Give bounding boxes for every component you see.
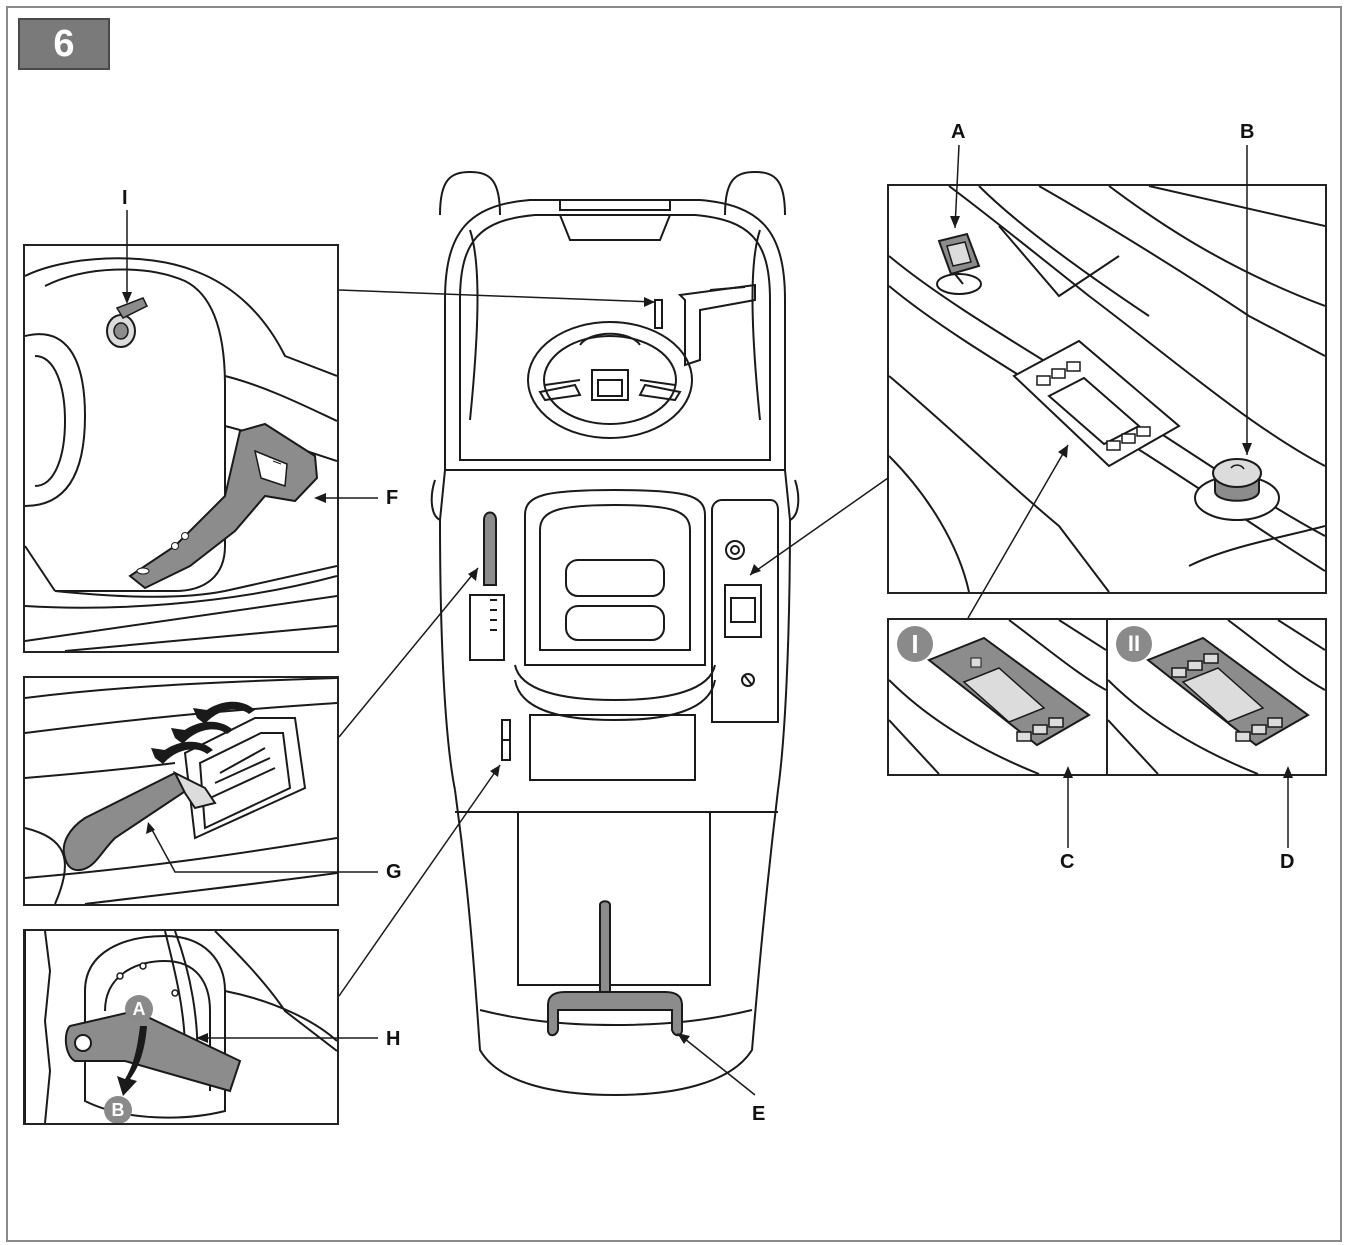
callout-label-f: F <box>386 487 399 509</box>
dashboard-illustration <box>889 186 1325 592</box>
callout-label-h: H <box>386 1028 401 1050</box>
ignition-key-icon <box>106 297 149 348</box>
brake-pedal-icon <box>128 422 319 590</box>
panel-display-mode-one: I <box>887 618 1108 776</box>
display-mode-one-illustration <box>889 620 1106 774</box>
callout-label-b: B <box>1240 121 1255 143</box>
panel-dashboard <box>887 184 1327 594</box>
rotate-arrow-icon <box>117 1026 147 1096</box>
display-module-icon <box>1012 339 1181 468</box>
height-lever-illustration <box>25 678 337 904</box>
mode-badge-one: I <box>897 626 933 662</box>
panel-height-lever <box>23 676 339 906</box>
height-lever-top-icon <box>483 511 497 586</box>
notch-arrows-icon <box>151 701 255 764</box>
mode-badge-two: II <box>1116 626 1152 662</box>
wrench-icon <box>64 1009 242 1093</box>
display-mode-one-icon <box>927 636 1091 747</box>
rear-handle-icon <box>547 900 683 1037</box>
panel-wrench: A B <box>23 929 339 1125</box>
callout-label-d: D <box>1280 851 1295 873</box>
display-mode-two-illustration <box>1108 620 1325 774</box>
panel-display-mode-two: II <box>1106 618 1327 776</box>
height-lever-icon <box>62 770 217 872</box>
wrench-illustration <box>25 931 337 1123</box>
panel-key-brake <box>23 244 339 653</box>
callout-label-g: G <box>386 861 402 883</box>
callout-label-e: E <box>752 1103 766 1125</box>
ignition-key-icon <box>936 232 982 295</box>
callout-label-a: A <box>951 121 966 143</box>
callout-label-i: I <box>122 187 128 209</box>
display-mode-two-icon <box>1146 636 1310 747</box>
key-brake-illustration <box>25 257 337 651</box>
callout-label-c: C <box>1060 851 1075 873</box>
figure-number-badge: 6 <box>18 18 110 70</box>
wheel-badge-a: A <box>125 995 153 1023</box>
wheel-badge-b: B <box>104 1096 132 1123</box>
emergency-stop-icon <box>1194 458 1280 521</box>
